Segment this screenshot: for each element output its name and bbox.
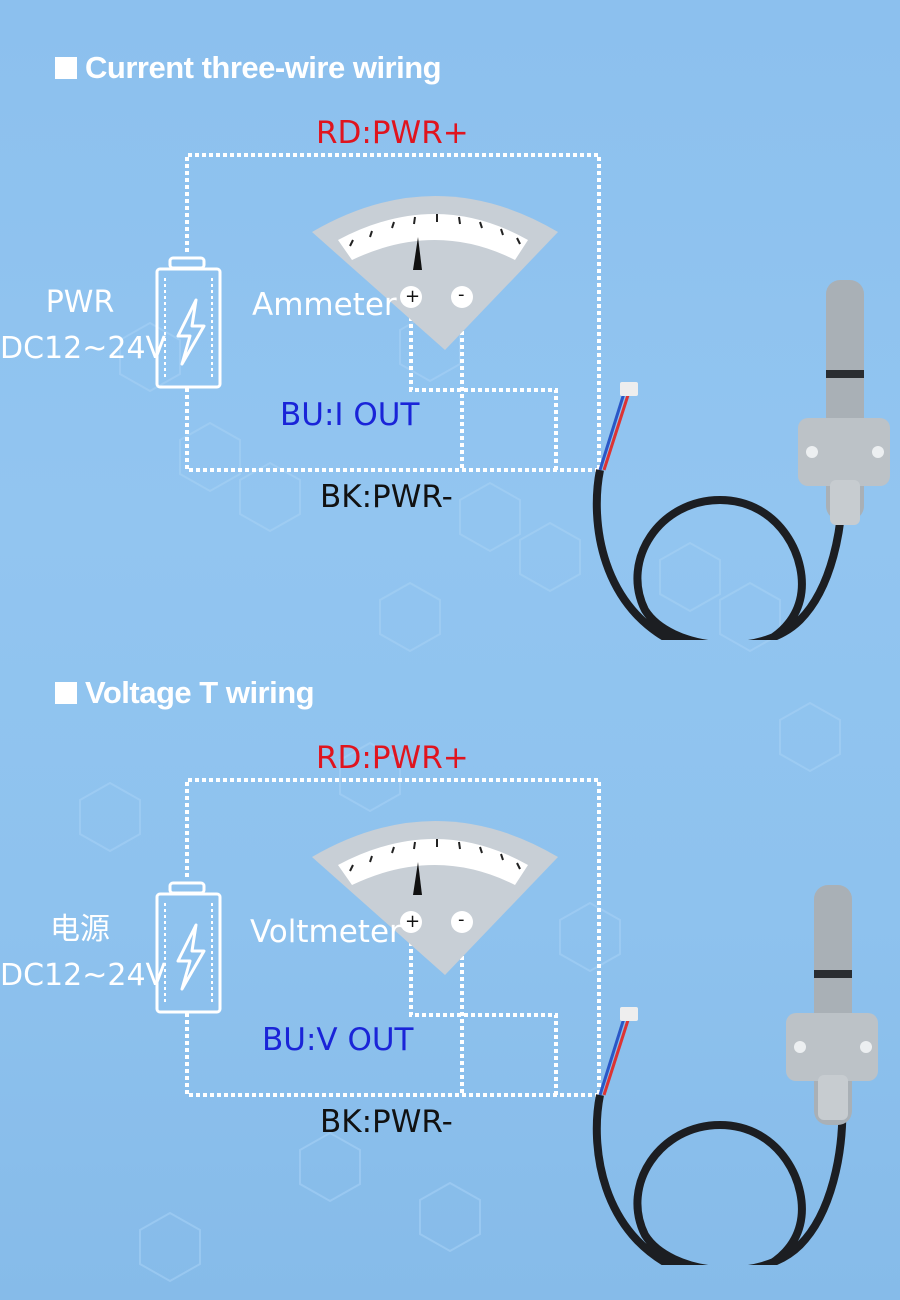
meter-label: Voltmeter <box>250 914 402 950</box>
red-wire-label: RD:PWR+ <box>316 740 469 776</box>
blue-wire-label: BU:I OUT <box>280 397 420 433</box>
power-label-line2: DC12~24V <box>0 958 167 993</box>
power-label: 电源 DC12~24V <box>0 907 167 999</box>
square-bullet-icon <box>55 682 77 704</box>
section-heading-text: Current three-wire wiring <box>85 50 442 85</box>
meter-plus-terminal: + <box>405 911 421 932</box>
power-label-line1: PWR <box>45 285 115 320</box>
wiring-diagram <box>155 778 878 1265</box>
meter-plus-terminal: + <box>405 286 421 307</box>
analog-meter-icon <box>312 196 558 350</box>
square-bullet-icon <box>55 57 77 79</box>
lightning-bolt-icon <box>176 298 206 366</box>
red-wire <box>185 153 601 470</box>
red-wire <box>185 778 601 1095</box>
meter-label: Ammeter <box>252 287 397 323</box>
wiring-diagram <box>155 153 890 640</box>
meter-minus-terminal: - <box>458 284 465 305</box>
temperature-humidity-sensor-icon <box>592 885 878 1265</box>
section-heading-text: Voltage T wiring <box>85 675 315 710</box>
meter-minus-terminal: - <box>458 909 465 930</box>
current-wiring-section: Current three-wire wiring <box>0 0 900 640</box>
power-label-line2: DC12~24V <box>0 331 167 366</box>
red-wire-label: RD:PWR+ <box>316 115 469 151</box>
lightning-bolt-icon <box>176 923 206 991</box>
black-wire-label: BK:PWR- <box>320 1104 453 1140</box>
section-heading: Voltage T wiring <box>55 675 315 711</box>
battery-icon <box>155 256 222 389</box>
black-wire-label: BK:PWR- <box>320 479 453 515</box>
voltage-wiring-section: Voltage T wiring <box>0 625 900 1265</box>
temperature-humidity-sensor-icon <box>592 280 890 640</box>
power-label-line1: 电源 <box>50 912 110 947</box>
power-label: PWR DC12~24V <box>0 280 167 372</box>
blue-wire-label: BU:V OUT <box>262 1022 414 1058</box>
analog-meter-icon <box>312 821 558 975</box>
section-heading: Current three-wire wiring <box>55 50 442 86</box>
battery-icon <box>155 881 222 1014</box>
